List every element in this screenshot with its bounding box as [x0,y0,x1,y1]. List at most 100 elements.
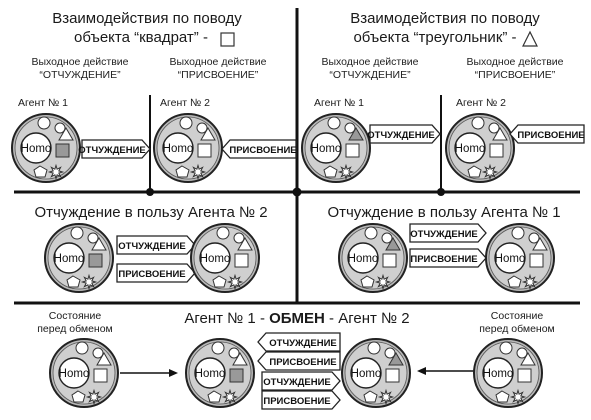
object-pentagon [175,165,190,178]
appropriation-tag: ПРИСВОЕНИЕ [116,263,196,283]
object-circle [54,122,66,134]
object-triangle [237,237,253,251]
homo-label: Homo [54,253,85,265]
object-pentagon [323,165,338,178]
homo-circle [310,132,342,164]
object-triangle [58,127,74,141]
homo-circle [350,357,382,389]
object-star [374,273,392,291]
homo-circle [162,132,194,164]
agent-medallion: Homo [341,338,411,408]
homo-label: Homo [59,368,90,380]
title-square-line2: объекта “квадрат” - [74,29,208,46]
triangle-symbol-icon [522,30,538,47]
object-pentagon [507,275,522,288]
homo-circle [347,242,379,274]
col-label: Выходное действие [321,56,419,68]
title-square-line1: Взаимодействия по поводу [52,10,242,27]
col-label: Выходное действие [466,56,564,68]
state-label-left: перед обменом [37,323,113,335]
exchange-title: Агент № 1 - ОБМЕН - Агент № 2 [160,310,434,328]
agent-medallion: Homo [190,223,260,293]
object-triangle [348,127,364,141]
object-square [197,143,212,158]
appropriation-tag: ПРИСВОЕНИЕ [257,351,341,371]
object-triangle [96,352,112,366]
col-label: “ПРИСВОЕНИЕ” [474,69,556,81]
object-pentagon [363,390,378,403]
state-label-right: Состояние [490,310,544,322]
alienation-tag: ОТЧУЖДЕНИЕ [367,124,441,144]
object-star [377,388,395,406]
alienation-tag-text: ОТЧУЖДЕНИЕ [78,145,146,156]
state-label-right: перед обменом [479,323,555,335]
arrow-head-right [417,367,426,375]
homo-label: Homo [483,368,514,380]
appropriation-tag-shape [116,263,196,283]
object-pentagon [212,275,227,288]
mid-right-title: Отчуждение в пользу Агента № 1 [327,204,561,221]
agent-medallion: Homo [44,223,114,293]
mid-left-title: Отчуждение в пользу Агента № 2 [34,204,268,221]
col-label: “ОТЧУЖДЕНИЕ” [39,69,121,81]
alienation-tag-text: ОТЧУЖДЕНИЕ [118,241,186,252]
col-label: “ПРИСВОЕНИЕ” [177,69,259,81]
state-label-left: Состояние [48,310,102,322]
alienation-tag-shape [116,235,196,255]
object-circle [471,116,485,130]
object-star [189,163,207,181]
col-label: “ОТЧУЖДЕНИЕ” [329,69,411,81]
alienation-tag-shape [261,371,341,391]
object-triangle [91,237,107,251]
appropriation-tag-text: ПРИСВОЕНИЕ [269,357,336,368]
object-square [345,143,360,158]
object-square [229,368,244,383]
agent-medallion: Homo [49,338,119,408]
alienation-tag: ОТЧУЖДЕНИЕ [78,139,151,159]
object-square [517,368,532,383]
object-triangle [232,352,248,366]
arrow-head-left [169,369,178,377]
junction-dot [146,188,154,196]
object-circle [87,232,99,244]
object-circle [92,347,104,359]
object-circle [528,232,540,244]
object-circle [364,226,378,240]
col-label: Выходное действие [31,56,129,68]
agent-label: Агент № 1 [314,97,364,109]
object-pentagon [467,165,482,178]
object-square [88,253,103,268]
appropriation-tag: ПРИСВОЕНИЕ [409,248,487,268]
exchange-title-pre: Агент № 1 - [184,310,270,327]
agent-label: Агент № 1 [18,97,68,109]
homo-circle [482,357,514,389]
homo-circle [494,242,526,274]
alienation-tag: ОТЧУЖДЕНИЕ [116,235,196,255]
object-pentagon [360,275,375,288]
homo-label: Homo [495,253,526,265]
homo-label: Homo [348,253,379,265]
appropriation-tag-text: ПРИСВОЕНИЕ [263,396,330,407]
object-square [382,253,397,268]
object-square [385,368,400,383]
object-star [481,163,499,181]
object-pentagon [495,390,510,403]
object-star [221,388,239,406]
agent-medallion: Homo [485,223,555,293]
homo-label: Homo [200,253,231,265]
agent-medallion: Homo [338,223,408,293]
object-circle [367,341,381,355]
object-star [521,273,539,291]
object-pentagon [66,275,81,288]
object-pentagon [33,165,48,178]
appropriation-tag-text: ПРИСВОЕНИЕ [118,269,185,280]
object-circle [211,341,225,355]
object-square [55,143,70,158]
object-circle [511,226,525,240]
alienation-tag-text: ОТЧУЖДЕНИЕ [367,130,435,141]
alienation-tag-shape [369,124,441,144]
agent-label: Агент № 2 [160,97,210,109]
alienation-tag-shape [257,332,341,352]
object-star [80,273,98,291]
